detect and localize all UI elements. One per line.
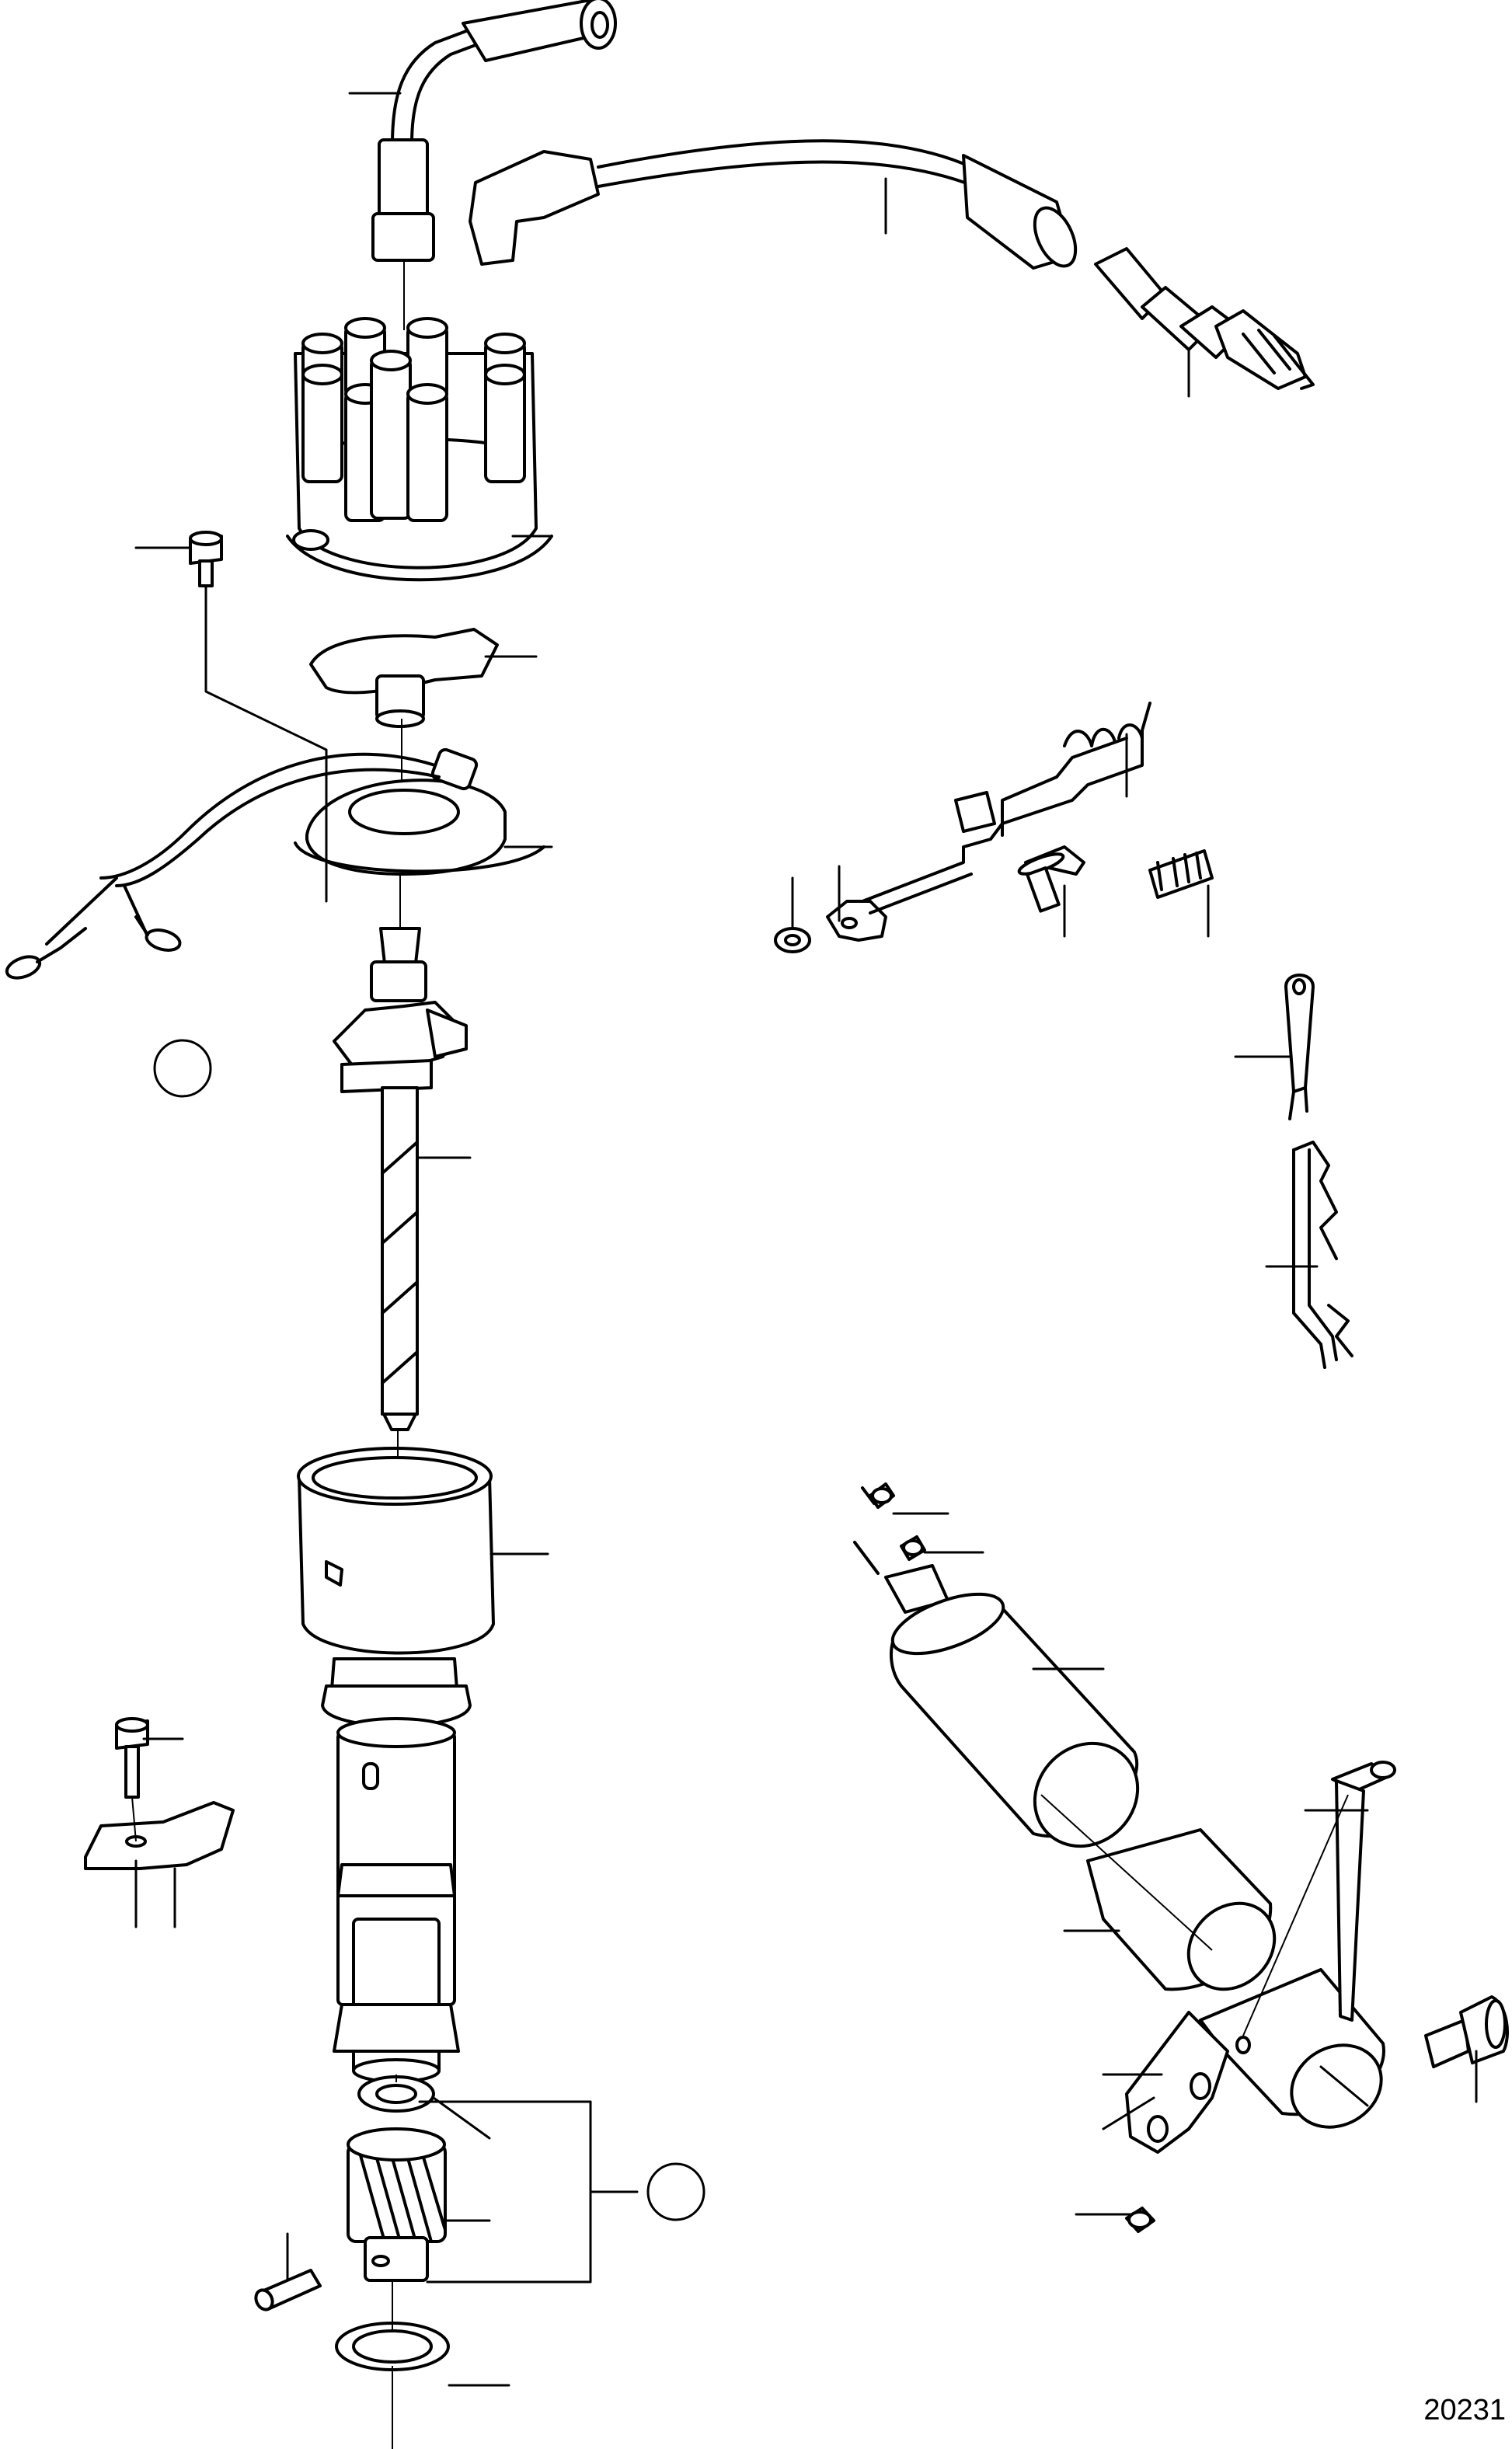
ignition-coil-icon [853,1482,1140,1848]
cap-screw-icon [189,531,223,587]
coil-bracket-icon [1086,1761,1509,2233]
hold-down-clamp-icon [84,1717,235,1870]
ground-strap-assembly-icon [774,702,1353,1369]
thrust-washer-icon [335,2322,450,2371]
drive-gear-icon [347,2127,447,2282]
pickup-coil-module-icon [5,747,545,980]
coil-lead-icon [371,0,617,262]
rotor-icon [309,628,499,728]
distributor-cap-icon [286,317,553,582]
spark-plug-wire-icon [469,139,1078,270]
leader-lines [131,92,1478,2449]
figure-reference-number: 20231 [1423,2394,1506,2426]
spark-plug-icon [1094,247,1315,390]
callout-circles [153,1039,705,2221]
distributor-housing-icon [297,1447,495,2083]
distributor-shaft-icon [333,927,468,1431]
callout-circle [646,2162,705,2221]
callout-circle [153,1039,212,1098]
roll-pin-icon [254,2269,322,2311]
